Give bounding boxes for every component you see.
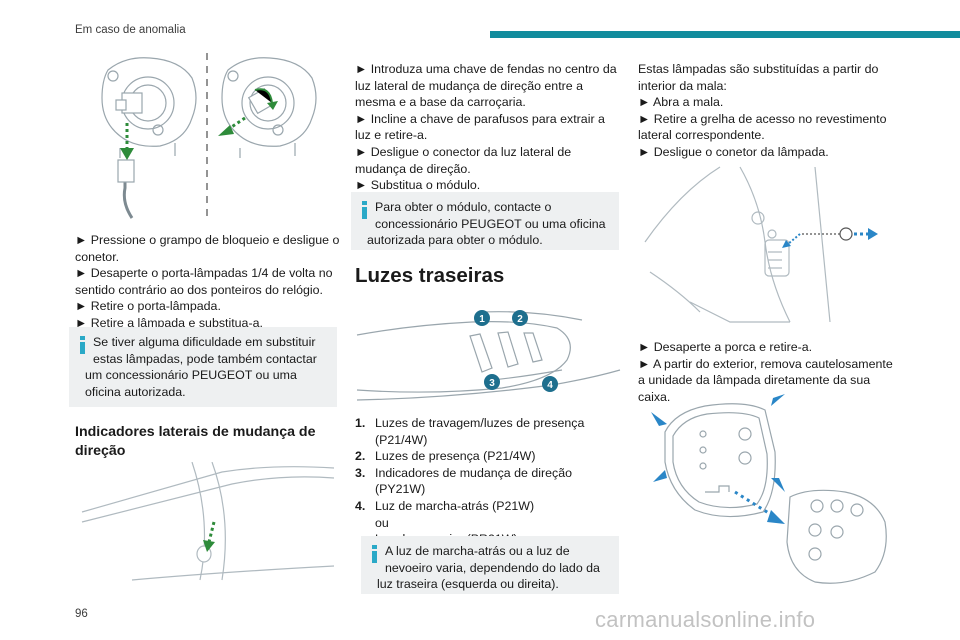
step-item: ► Introduza uma chave de fendas no centr… (355, 62, 617, 110)
step-arrow-icon: ► (75, 266, 88, 281)
fog-lamp-illustration (101, 53, 317, 220)
watermark-text: carmanualsonline.info (595, 607, 816, 632)
step-arrow-icon: ► (638, 144, 651, 159)
step-arrow-icon: ► (638, 95, 651, 110)
lamp-unit-removal-illustration (651, 394, 887, 584)
step-arrow-icon: ► (638, 111, 651, 126)
info-icon (369, 545, 381, 563)
column-2-steps: ► Introduza uma chave de fendas no centr… (355, 61, 623, 194)
header-section-title: Em caso de anomalia (75, 24, 186, 36)
step-arrow-icon: ► (638, 356, 651, 371)
step-item: ► Desaperte o porta-lâmpadas 1/4 de volt… (75, 266, 333, 297)
list-item: 3. Indicadores de mudança de direção (PY… (355, 465, 573, 497)
step-arrow-icon: ► (355, 62, 368, 76)
info-box-contact-dealer: Se tiver alguma dificuldade em substitui… (69, 327, 337, 407)
step-item: ► Retire a grelha de acesso no revestime… (638, 111, 887, 143)
callout-2: 2 (517, 314, 523, 325)
step-item: ► Pressione o grampo de bloqueio e desli… (75, 233, 340, 264)
info-icon (77, 336, 89, 354)
page-number: 96 (75, 608, 88, 620)
list-item: 1. Luzes de travagem/luzes de presença (… (355, 416, 585, 447)
column-1-steps: ► Pressione o grampo de bloqueio e desli… (75, 232, 343, 332)
step-item: ► Incline a chave de parafusos para extr… (355, 111, 605, 143)
heading-side-indicators: Indicadores laterais de mudança de direç… (75, 424, 316, 459)
step-arrow-icon: ► (75, 299, 88, 314)
step-item: ► Abra a mala. (638, 95, 724, 110)
info-box-reverse-fog: A luz de marcha-atrás ou a luz de nevoei… (361, 536, 619, 594)
step-arrow-icon: ► (75, 233, 88, 247)
side-indicator-illustration (81, 462, 335, 581)
step-item: ► Desaperte a porca e retire-a. (638, 340, 813, 354)
step-arrow-icon: ► (355, 144, 368, 159)
trunk-interior-illustration (644, 166, 878, 323)
step-arrow-icon: ► (355, 111, 368, 126)
callout-3: 3 (489, 378, 495, 389)
column-3-steps-b: ► Desaperte a porca e retire-a. ► A part… (638, 339, 903, 405)
callout-1: 1 (479, 314, 485, 325)
step-arrow-icon: ► (75, 315, 88, 330)
step-arrow-icon: ► (638, 340, 651, 354)
intro-text: Estas lâmpadas são substituídas a partir… (638, 62, 879, 93)
step-item: ► Desligue o conector da luz lateral de … (355, 144, 572, 176)
step-item: ► Retire o porta-lâmpada. (75, 299, 221, 314)
step-item: ► Substitua o módulo. (355, 178, 481, 193)
info-icon (359, 201, 371, 219)
rear-bulb-list: 1. Luzes de travagem/luzes de presença (… (355, 415, 623, 548)
rear-lamp-illustration: 1 2 3 4 (356, 310, 621, 401)
step-item: ► Retire a lâmpada e substitua-a. (75, 315, 263, 330)
step-item: ► Desligue o conetor da lâmpada. (638, 144, 829, 159)
callout-4: 4 (547, 380, 553, 391)
step-item: ► A partir do exterior, remova cautelosa… (638, 356, 893, 404)
heading-rear-lights: Luzes traseiras (355, 264, 505, 287)
list-item: 2. Luzes de presença (P21/4W) (355, 449, 536, 464)
step-arrow-icon: ► (355, 178, 368, 193)
info-box-module: Para obter o módulo, contacte o concessi… (351, 192, 619, 250)
header-accent-bar (490, 31, 960, 38)
column-3-steps: Estas lâmpadas são substituídas a partir… (638, 61, 903, 161)
